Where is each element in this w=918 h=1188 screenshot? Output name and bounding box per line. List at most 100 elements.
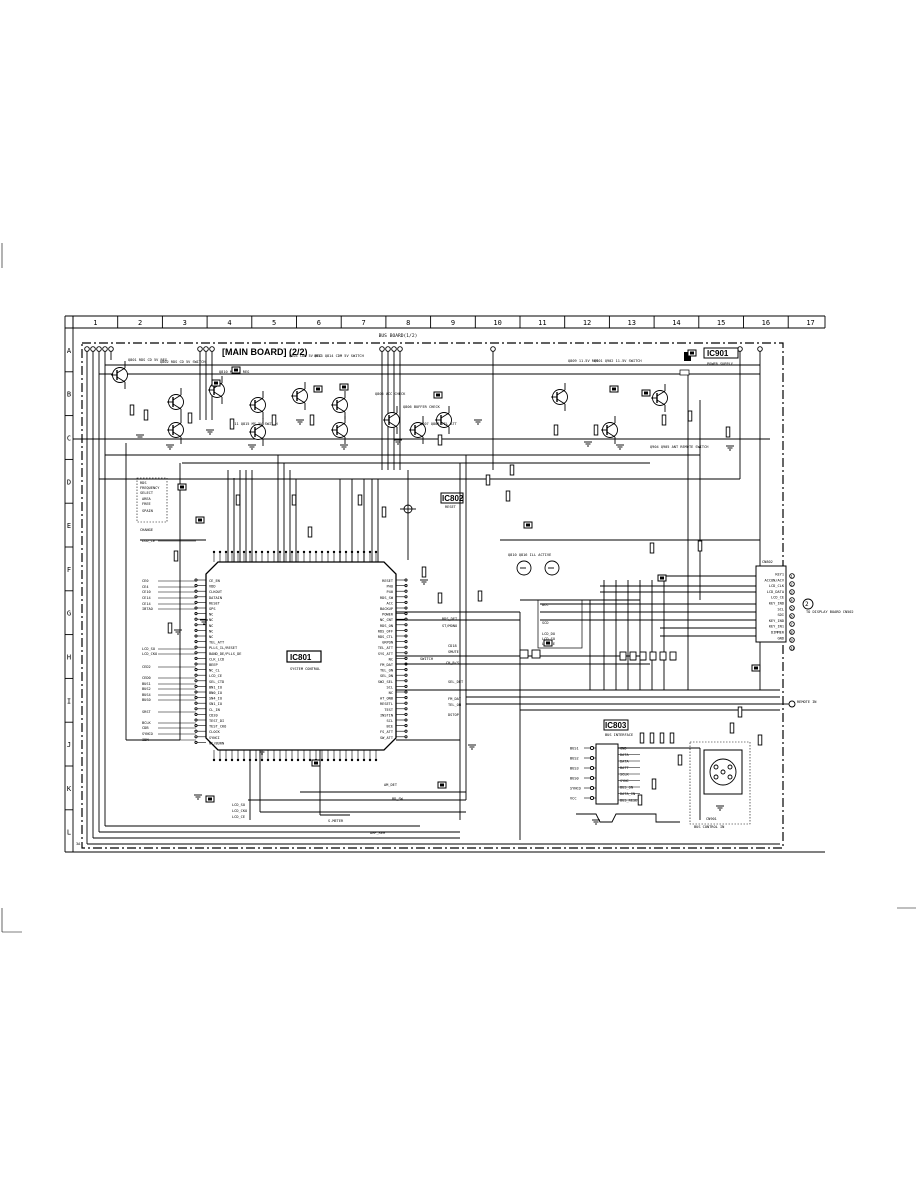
ic801-lpin-22: SN1_IO [209,702,222,706]
resistor-17 [477,590,483,602]
center-net-3: SMUTE [448,650,459,654]
ic803-label: IC803 [605,721,627,730]
ic803-rpin-5: SYNC [620,779,629,783]
row-label-K: K [67,785,72,793]
ic801-lpin-24: CD20 [209,713,218,717]
cn802-pin-4: LCD_CE [771,596,784,600]
remote-label: REMOTE IN [797,700,816,704]
ic801-lpin-12: PLLS_IL/RESET [209,646,238,650]
cn802-pin-2: LCD_CLK [769,584,785,588]
ic802-block: IC802 RESET [400,470,464,560]
ic801-rpin-12: TEL_ATT [378,646,394,650]
resistor-5 [309,414,315,426]
col-label-10: 10 [493,319,501,327]
ic801-lpin-1: VDD [209,585,216,589]
note-q804: Q804 CDM 5V REG [289,354,321,358]
ic802-label: IC802 [442,494,464,503]
cn802-pin-11: GND [778,636,785,640]
transistor-5 [249,418,266,446]
resistor-25 [235,494,241,506]
cn802-pin-6: SCL [778,607,785,611]
svg-text:9: 9 [791,639,793,643]
cn802-ref: CN802 [762,560,773,564]
resistor-8 [553,424,559,436]
transistor-6 [291,382,308,410]
note-q901: Q901 Q902 11.5V SWITCH [594,359,642,363]
ic803-pin-labels: BUS1BUS2BUS3BUS0SYNCOVCCGNDDATADATABATTS… [570,745,640,803]
transistor-8 [331,416,348,444]
svg-text:3: 3 [791,591,793,595]
col-label-9: 9 [451,319,455,327]
left-net-15: BCLK [142,721,151,725]
resistor-9 [593,424,599,436]
ic801-lpin-6: NC [209,613,213,617]
resistor-35 [737,706,743,718]
resistor-14 [167,622,173,634]
resistor-24 [291,494,297,506]
note-q805: Q805 ACC CHECK [375,392,406,396]
ic801-lpin-21: SN4_IO [209,697,222,701]
left-net-16: CDB [142,726,149,730]
transistor-9 [383,406,400,434]
resistor-19 [697,540,703,552]
left-net-0: CE0 [142,579,149,583]
resistor-26 [307,526,313,538]
row-label-A: A [67,347,72,355]
col-label-17: 17 [806,319,814,327]
ic801-left-pin-labels: CE_ENVDDCLKOUTDATAINRESETGPSNCNCNCNCNCTE… [209,579,241,745]
col-label-1: 1 [93,319,97,327]
svg-text:7: 7 [791,623,793,627]
center-net-6: LCD_SO [232,803,245,807]
resistor-34 [729,722,735,734]
jack-ref: CN901 [706,817,717,821]
ic801-lpin-20: BN0_IO [209,691,222,695]
row-label-G: G [67,610,71,618]
resistor-12 [725,426,731,438]
ic803-block: IC803 BUS INTERFACE [520,709,780,823]
rds-change: CHANGE [140,528,153,532]
ic803-lpin-0: BUS1 [570,747,579,751]
ic801-lpin-11: TEL_ATT [209,641,225,645]
transistor-13 [601,416,618,444]
ic801-lpin-4: RESET [209,601,221,605]
resistor-10 [661,414,667,426]
col-label-15: 15 [717,319,725,327]
resistor-32 [651,778,657,790]
transistor-10 [409,416,426,444]
ic801-lpin-3: DATAIN [209,596,222,600]
col-label-13: 13 [628,319,636,327]
ic801-rpin-13: SYS_ATT [378,652,394,656]
remote-in: REMOTE IN [780,700,816,708]
rds-label: RDS [140,481,147,485]
row-label-E: E [67,522,71,530]
resistor-6 [437,434,443,446]
ic801-rpin-23: TEST [384,708,393,712]
ic801-lpin-10: NC [209,635,213,639]
ic801-rpin-17: SEL_DN [380,674,393,678]
center-net-9: S.METER [328,819,344,823]
ic801-lpin-26: TEST_CKO [209,725,226,729]
ic803-rpin-2: DATA [620,760,629,764]
rds-select: SELECT [140,491,154,495]
transistor-stages [111,361,668,446]
ic801-rpin-20: NC [389,691,393,695]
note-q802: Q802 RDS CD 5V SWITCH [160,360,205,364]
col-label-8: 8 [406,319,410,327]
center-net-10: AM_DET [384,783,398,787]
col-label-16: 16 [762,319,770,327]
grid-frame [64,315,825,853]
ic801-lpin-18: SEL_CTD [209,680,224,684]
ic803-lpin-4: SYNCO [570,787,581,791]
rds-frequency: FREQUENCY [140,486,160,490]
center-net-11: BD_SW [392,797,404,801]
ic801-block: IC801 SYSTEM CONTROL [205,561,397,751]
ic901-subtitle: POWER SUPPLY [707,362,734,366]
ic801-rpin-9: RDS_OFF [378,629,393,633]
col-label-11: 11 [538,319,546,327]
resistor-20 [505,490,511,502]
col-label-5: 5 [272,319,276,327]
transistor-11 [435,406,452,434]
top-wiring [73,346,770,844]
